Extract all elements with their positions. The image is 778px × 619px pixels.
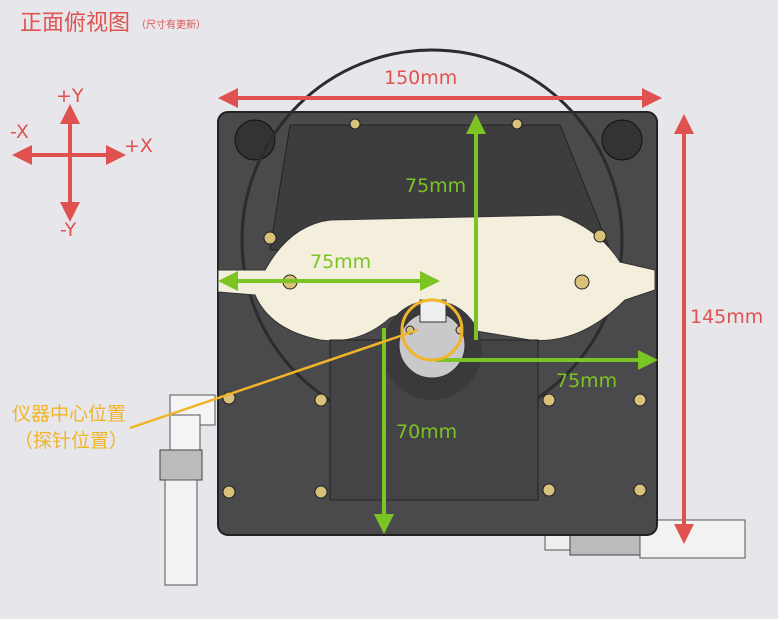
center-highlight-circle — [400, 298, 464, 362]
axis-plus-x: +X — [124, 135, 153, 157]
page-subtitle: （尺寸有更新） — [136, 18, 206, 31]
axis-minus-y: -Y — [60, 219, 77, 241]
left-micrometer — [159, 394, 216, 586]
bottom-distance-label: 70mm — [396, 421, 457, 443]
center-annotation-line1: 仪器中心位置 — [12, 403, 126, 425]
page-title: 正面俯视图 — [20, 11, 130, 36]
center-annotation-line2: （探针位置） — [14, 430, 128, 452]
right-distance-label: 75mm — [556, 370, 617, 392]
height-label: 145mm — [690, 306, 763, 328]
axis-indicator: +Y -Y +X -X — [10, 85, 153, 241]
left-distance-label: 75mm — [310, 251, 371, 273]
width-label: 150mm — [384, 67, 457, 89]
top-distance-label: 75mm — [405, 175, 466, 197]
center-dimension-lines — [218, 114, 658, 534]
device-drawing — [159, 48, 746, 586]
axis-plus-y: +Y — [56, 85, 84, 107]
annotation-leader-line — [129, 328, 419, 430]
axis-minus-x: -X — [10, 121, 29, 143]
corner-foot — [601, 119, 643, 161]
